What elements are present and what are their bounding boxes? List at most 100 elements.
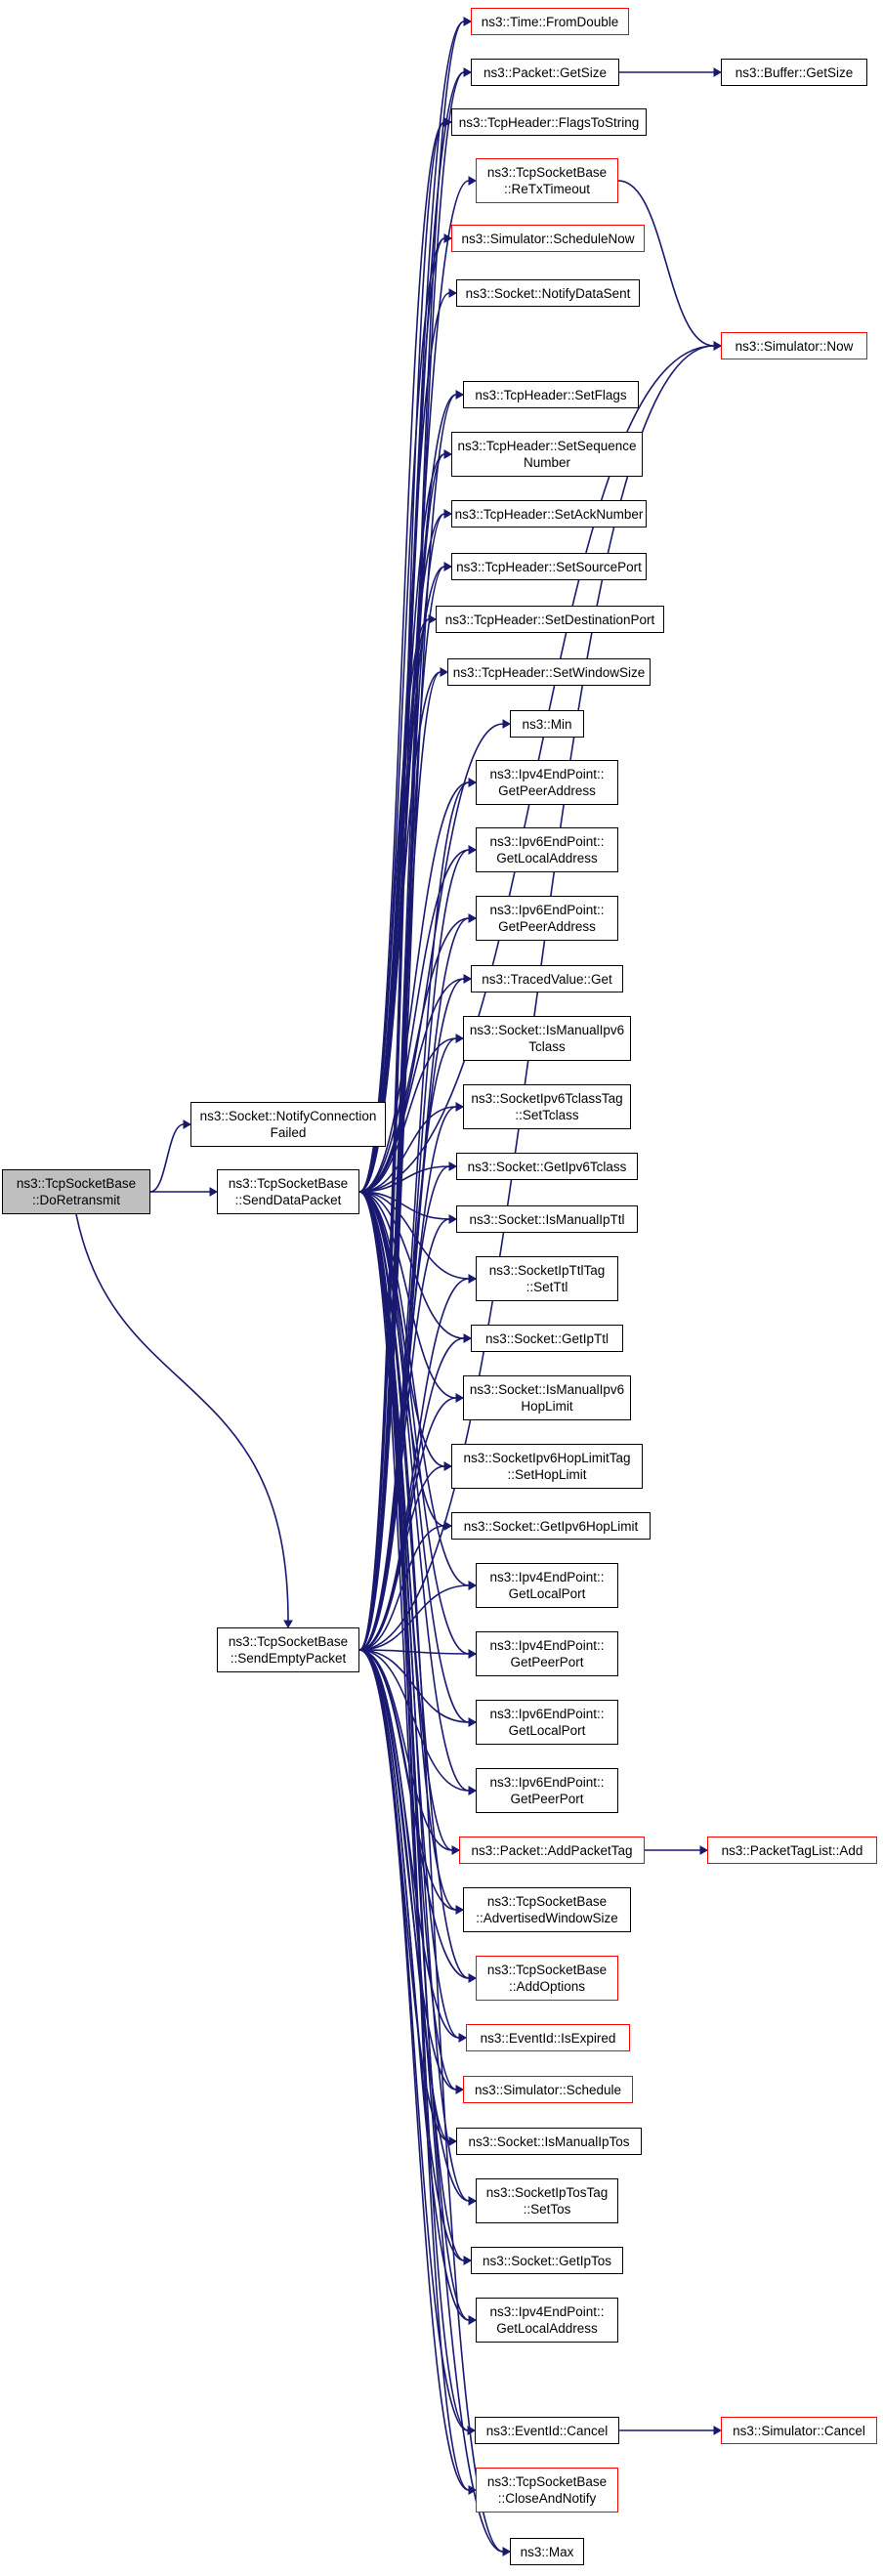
node-simulator-schedulenow[interactable]: ns3::Simulator::ScheduleNow — [451, 225, 645, 252]
node-packet-addpackettag[interactable]: ns3::Packet::AddPacketTag — [459, 1837, 645, 1864]
edge-sendemptypacket-simulator-now — [358, 345, 715, 1651]
edge-sendemptypacket-tcpheader-setwindowsize-arrowhead — [440, 667, 449, 677]
node-buffer-getsize[interactable]: ns3::Buffer::GetSize — [721, 59, 867, 86]
node-tcpsocketbase-doretransmit: ns3::TcpSocketBase ::DoRetransmit — [2, 1169, 150, 1214]
edge-senddatapacket-ipv6endpoint-getlocaladdress — [358, 849, 470, 1193]
node-socket-ismanualiptos[interactable]: ns3::Socket::IsManualIpTos — [456, 2128, 642, 2155]
node-ipv4endpoint-getpeeraddress[interactable]: ns3::Ipv4EndPoint:: GetPeerAddress — [476, 760, 618, 805]
edge-sendemptypacket-socketiptostag-settos — [358, 1649, 470, 2202]
edge-packet-getsize-buffer-getsize-arrowhead — [713, 67, 723, 77]
node-tcpsocketbase-senddatapacket[interactable]: ns3::TcpSocketBase ::SendDataPacket — [217, 1169, 359, 1214]
node-tcpheader-flagstostring[interactable]: ns3::TcpHeader::FlagsToString — [451, 108, 647, 136]
edge-senddatapacket-tcpsocketbase-closeandnotify — [358, 1191, 470, 2491]
edge-senddatapacket-ipv6endpoint-getpeeraddress — [358, 917, 470, 1193]
node-simulator-schedule[interactable]: ns3::Simulator::Schedule — [463, 2076, 633, 2103]
node-tcpheader-setdestinationport[interactable]: ns3::TcpHeader::SetDestinationPort — [436, 606, 664, 633]
node-socket-getiptos[interactable]: ns3::Socket::GetIpTos — [471, 2247, 623, 2274]
node-eventid-isexpired[interactable]: ns3::EventId::IsExpired — [466, 2024, 630, 2051]
node-socket-ismanualipv6hoplimit[interactable]: ns3::Socket::IsManualIpv6 HopLimit — [463, 1375, 631, 1420]
node-ipv4endpoint-getpeerport[interactable]: ns3::Ipv4EndPoint:: GetPeerPort — [476, 1631, 618, 1676]
edge-sendemptypacket-packet-addpackettag-arrowhead — [451, 1845, 461, 1855]
node-time-fromdouble[interactable]: ns3::Time::FromDouble — [471, 8, 629, 35]
node-socket-ismanualipttl[interactable]: ns3::Socket::IsManualIpTtl — [456, 1205, 638, 1233]
node-tracedvalue-get[interactable]: ns3::TracedValue::Get — [471, 965, 623, 992]
edge-sendemptypacket-ipv4endpoint-getpeerport — [358, 1649, 470, 1655]
edge-senddatapacket-socket-getipv6tclass — [358, 1165, 450, 1193]
node-ipv4endpoint-getlocalport[interactable]: ns3::Ipv4EndPoint:: GetLocalPort — [476, 1563, 618, 1608]
node-packet-getsize[interactable]: ns3::Packet::GetSize — [471, 59, 619, 86]
node-socketiptostag-settos[interactable]: ns3::SocketIpTosTag ::SetTos — [476, 2178, 618, 2223]
node-socketipv6hoplimittag-sethoplimit[interactable]: ns3::SocketIpv6HopLimitTag ::SetHopLimit — [451, 1444, 643, 1489]
edge-sendemptypacket-tracedvalue-get-arrowhead — [463, 974, 473, 984]
node-ipv4endpoint-getlocaladdress[interactable]: ns3::Ipv4EndPoint:: GetLocalAddress — [476, 2298, 618, 2343]
edge-senddatapacket-socket-ismanualipttl — [358, 1191, 450, 1220]
node-tcpsocketbase-addoptions[interactable]: ns3::TcpSocketBase ::AddOptions — [476, 1956, 618, 2001]
node-tcpsocketbase-retxtimeout[interactable]: ns3::TcpSocketBase ::ReTxTimeout — [476, 158, 618, 203]
edge-senddatapacket-tcpsocketbase-retxtimeout-arrowhead — [468, 176, 478, 186]
edge-senddatapacket-socketipv6tclasstag-settclass — [358, 1106, 457, 1193]
edge-sendemptypacket-socketipv6hoplimittag-sethoplimit — [358, 1465, 445, 1651]
edge-sendemptypacket-ipv4endpoint-getlocalport-arrowhead — [468, 1581, 478, 1590]
edge-sendemptypacket-ipv6endpoint-getlocalport — [358, 1649, 470, 1723]
edge-sendemptypacket-socket-ismanualipv6hoplimit-arrowhead — [455, 1393, 465, 1403]
node-tcpsocketbase-advertisedwindowsize[interactable]: ns3::TcpSocketBase ::AdvertisedWindowSiz… — [463, 1887, 631, 1932]
node-socketipttltag-setttl[interactable]: ns3::SocketIpTtlTag ::SetTtl — [476, 1256, 618, 1301]
edge-sendemptypacket-ipv4endpoint-getpeeraddress — [358, 781, 470, 1651]
node-ipv6endpoint-getlocalport[interactable]: ns3::Ipv6EndPoint:: GetLocalPort — [476, 1700, 618, 1745]
edge-sendemptypacket-ipv4endpoint-getlocaladdress-arrowhead — [468, 2315, 478, 2325]
node-packettaglist-add[interactable]: ns3::PacketTagList::Add — [707, 1837, 877, 1864]
edge-sendemptypacket-socket-getipv6hoplimit — [358, 1525, 445, 1651]
edge-sendemptypacket-socketiptostag-settos-arrowhead — [468, 2196, 478, 2206]
edge-senddatapacket-ipv6endpoint-getlocalport — [358, 1191, 470, 1723]
edge-senddatapacket-socketipttltag-setttl — [358, 1191, 470, 1280]
edge-sendemptypacket-ipv6endpoint-getpeerport — [358, 1649, 470, 1792]
node-socket-ismanualipv6tclass[interactable]: ns3::Socket::IsManualIpv6 Tclass — [463, 1016, 631, 1061]
edge-sendemptypacket-socketipv6hoplimittag-sethoplimit-arrowhead — [443, 1461, 453, 1471]
edge-doretransmit-senddatapacket-arrowhead — [209, 1187, 219, 1197]
node-socket-getipv6tclass[interactable]: ns3::Socket::GetIpv6Tclass — [456, 1153, 638, 1180]
edge-sendemptypacket-tcpheader-setdestinationport-arrowhead — [428, 614, 438, 624]
node-socket-notifyconnectionfailed[interactable]: ns3::Socket::NotifyConnection Failed — [190, 1102, 386, 1147]
edge-senddatapacket-tcpheader-setdestinationport — [358, 618, 430, 1193]
edge-sendemptypacket-socket-ismanualipttl — [358, 1218, 450, 1651]
node-simulator-cancel[interactable]: ns3::Simulator::Cancel — [721, 2417, 877, 2444]
node-socketipv6tclasstag-settclass[interactable]: ns3::SocketIpv6TclassTag ::SetTclass — [463, 1084, 631, 1129]
node-ipv6endpoint-getpeerport[interactable]: ns3::Ipv6EndPoint:: GetPeerPort — [476, 1768, 618, 1813]
edge-senddatapacket-socket-ismanualipv6hoplimit — [358, 1191, 457, 1399]
edge-sendemptypacket-tcpsocketbase-closeandnotify — [358, 1649, 470, 2491]
edge-sendemptypacket-eventid-cancel-arrowhead — [467, 2426, 477, 2435]
edge-eventid-cancel-simulator-cancel-arrowhead — [713, 2426, 723, 2435]
edge-doretransmit-notifyconnectionfailed-arrowhead — [183, 1119, 192, 1129]
node-tcpsocketbase-closeandnotify[interactable]: ns3::TcpSocketBase ::CloseAndNotify — [476, 2468, 618, 2513]
edge-sendemptypacket-ipv6endpoint-getlocaladdress-arrowhead — [468, 845, 478, 855]
node-min[interactable]: ns3::Min — [510, 710, 584, 738]
node-socket-getipttl[interactable]: ns3::Socket::GetIpTtl — [471, 1325, 623, 1352]
node-simulator-now[interactable]: ns3::Simulator::Now — [721, 332, 867, 359]
node-tcpheader-setflags[interactable]: ns3::TcpHeader::SetFlags — [463, 381, 639, 408]
edge-sendemptypacket-eventid-isexpired-arrowhead — [458, 2033, 468, 2043]
node-tcpsocketbase-sendemptypacket[interactable]: ns3::TcpSocketBase ::SendEmptyPacket — [217, 1627, 359, 1672]
node-ipv6endpoint-getlocaladdress[interactable]: ns3::Ipv6EndPoint:: GetLocalAddress — [476, 827, 618, 872]
edge-sendemptypacket-tcpheader-flagstostring-arrowhead — [443, 117, 453, 127]
edge-sendemptypacket-tcpsocketbase-addoptions — [358, 1649, 470, 1979]
node-eventid-cancel[interactable]: ns3::EventId::Cancel — [475, 2417, 619, 2444]
edge-retxtimeout-simulator-now-arrowhead — [713, 341, 723, 351]
edge-sendemptypacket-simulator-schedule-arrowhead — [455, 2085, 465, 2094]
edge-doretransmit-sendemptypacket — [75, 1213, 289, 1622]
edge-sendemptypacket-ipv4endpoint-getpeerport-arrowhead — [468, 1649, 478, 1659]
node-tcpheader-setsourceport[interactable]: ns3::TcpHeader::SetSourcePort — [451, 553, 647, 580]
node-max[interactable]: ns3::Max — [510, 2538, 584, 2565]
edge-sendemptypacket-socket-ismanualipttl-arrowhead — [448, 1214, 458, 1224]
node-ipv6endpoint-getpeeraddress[interactable]: ns3::Ipv6EndPoint:: GetPeerAddress — [476, 896, 618, 941]
node-tcpheader-setwindowsize[interactable]: ns3::TcpHeader::SetWindowSize — [447, 658, 651, 686]
edge-sendemptypacket-ipv6endpoint-getpeeraddress-arrowhead — [468, 913, 478, 923]
edge-sendemptypacket-socketipttltag-setttl-arrowhead — [468, 1274, 478, 1284]
edge-sendemptypacket-socketipv6tclasstag-settclass-arrowhead — [455, 1102, 465, 1112]
node-socket-getipv6hoplimit[interactable]: ns3::Socket::GetIpv6HopLimit — [451, 1512, 651, 1540]
node-socket-notifydatasent[interactable]: ns3::Socket::NotifyDataSent — [456, 279, 640, 307]
node-tcpheader-setacknumber[interactable]: ns3::TcpHeader::SetAckNumber — [451, 500, 647, 528]
node-tcpheader-setsequencenumber[interactable]: ns3::TcpHeader::SetSequence Number — [451, 432, 643, 477]
edge-sendemptypacket-tcpheader-setflags-arrowhead — [455, 390, 465, 400]
edge-senddatapacket-max — [358, 1191, 504, 2553]
edge-sendemptypacket-ipv4endpoint-getpeeraddress-arrowhead — [468, 778, 478, 787]
